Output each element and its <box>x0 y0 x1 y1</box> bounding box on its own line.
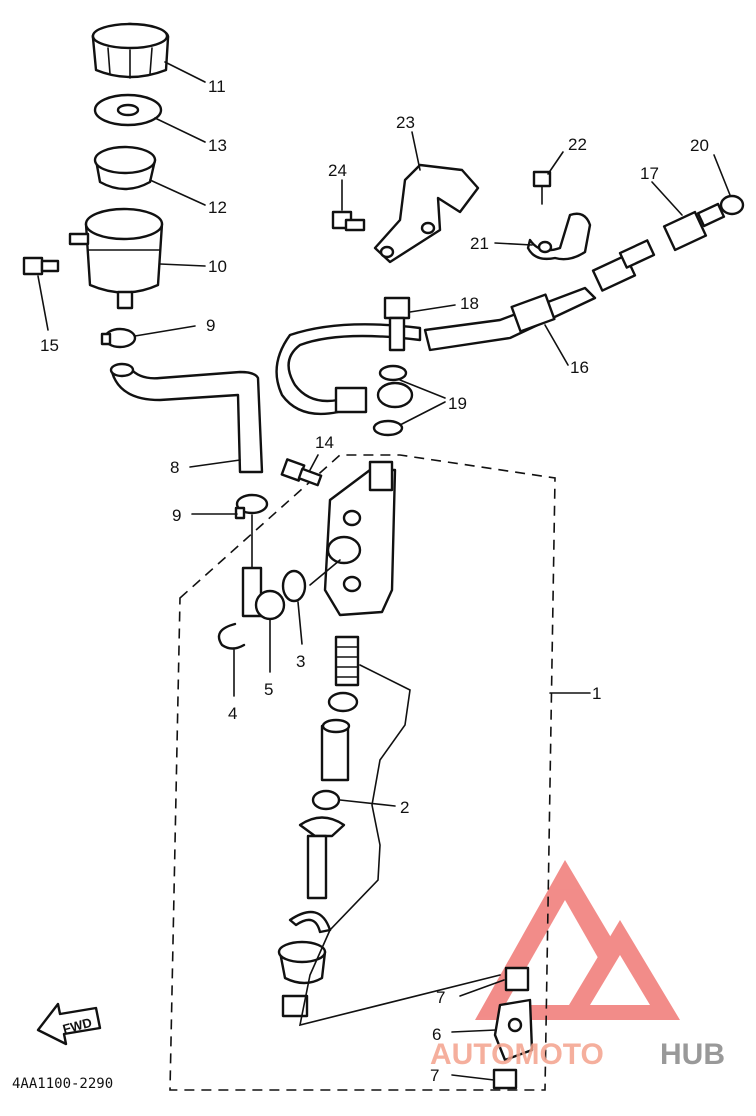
o-ring-3 <box>281 569 307 645</box>
callout-4: 4 <box>228 704 237 723</box>
brake-hose <box>275 286 597 437</box>
callout-labels: 1 2 3 4 5 6 7 7 8 9 9 10 11 12 13 14 15 … <box>40 77 709 1085</box>
callout-7-lower: 7 <box>430 1066 439 1085</box>
callout-7-upper: 7 <box>436 988 445 1007</box>
callout-2: 2 <box>400 798 409 817</box>
callout-18: 18 <box>460 294 479 313</box>
callout-9-upper: 9 <box>206 316 215 335</box>
hose-fittings <box>591 154 745 292</box>
hose-clamp-lower <box>191 493 269 571</box>
callout-8: 8 <box>170 458 179 477</box>
reservoir-hose <box>109 362 264 474</box>
watermark <box>475 860 680 1020</box>
callout-24: 24 <box>328 161 347 180</box>
callout-10: 10 <box>208 257 227 276</box>
callout-1: 1 <box>592 684 601 703</box>
master-cylinder-body <box>309 460 397 617</box>
callout-19: 19 <box>448 394 467 413</box>
clevis-assembly <box>451 966 534 1090</box>
callout-14: 14 <box>315 433 334 452</box>
callout-15: 15 <box>40 336 59 355</box>
callout-21: 21 <box>470 234 489 253</box>
part-code: 4AA1100-2290 <box>12 1076 113 1092</box>
reservoir-tank <box>68 207 206 310</box>
callout-16: 16 <box>570 358 589 377</box>
bolt-14 <box>280 454 323 487</box>
hose-clamp-upper <box>100 325 196 349</box>
callout-17: 17 <box>640 164 659 183</box>
diaphragm <box>93 145 206 206</box>
callout-12: 12 <box>208 198 227 217</box>
bolt-15 <box>22 256 60 331</box>
callout-9-lower: 9 <box>172 506 181 525</box>
hose-guide <box>494 151 592 261</box>
hose-bracket <box>331 131 480 264</box>
callout-6: 6 <box>432 1025 441 1044</box>
hose-joint <box>241 566 286 673</box>
callout-11: 11 <box>208 77 226 96</box>
callout-13: 13 <box>208 136 227 155</box>
callout-5: 5 <box>264 680 273 699</box>
reservoir-cap <box>91 22 206 83</box>
piston-kit <box>277 635 501 1027</box>
watermark-brand: AUTOMOTO HUB <box>430 1038 725 1071</box>
fwd-label: FWD <box>61 1015 93 1037</box>
diaphragm-plate <box>93 93 206 143</box>
callout-22: 22 <box>568 135 587 154</box>
watermark-brand-part1: AUTOMOTO <box>430 1038 604 1071</box>
watermark-brand-part2: HUB <box>660 1038 725 1071</box>
callout-23: 23 <box>396 113 415 132</box>
callout-20: 20 <box>690 136 709 155</box>
fwd-arrow-icon: FWD <box>36 1002 102 1046</box>
assembly-outline <box>169 454 556 1091</box>
callout-3: 3 <box>296 652 305 671</box>
circlip-4 <box>217 622 246 697</box>
